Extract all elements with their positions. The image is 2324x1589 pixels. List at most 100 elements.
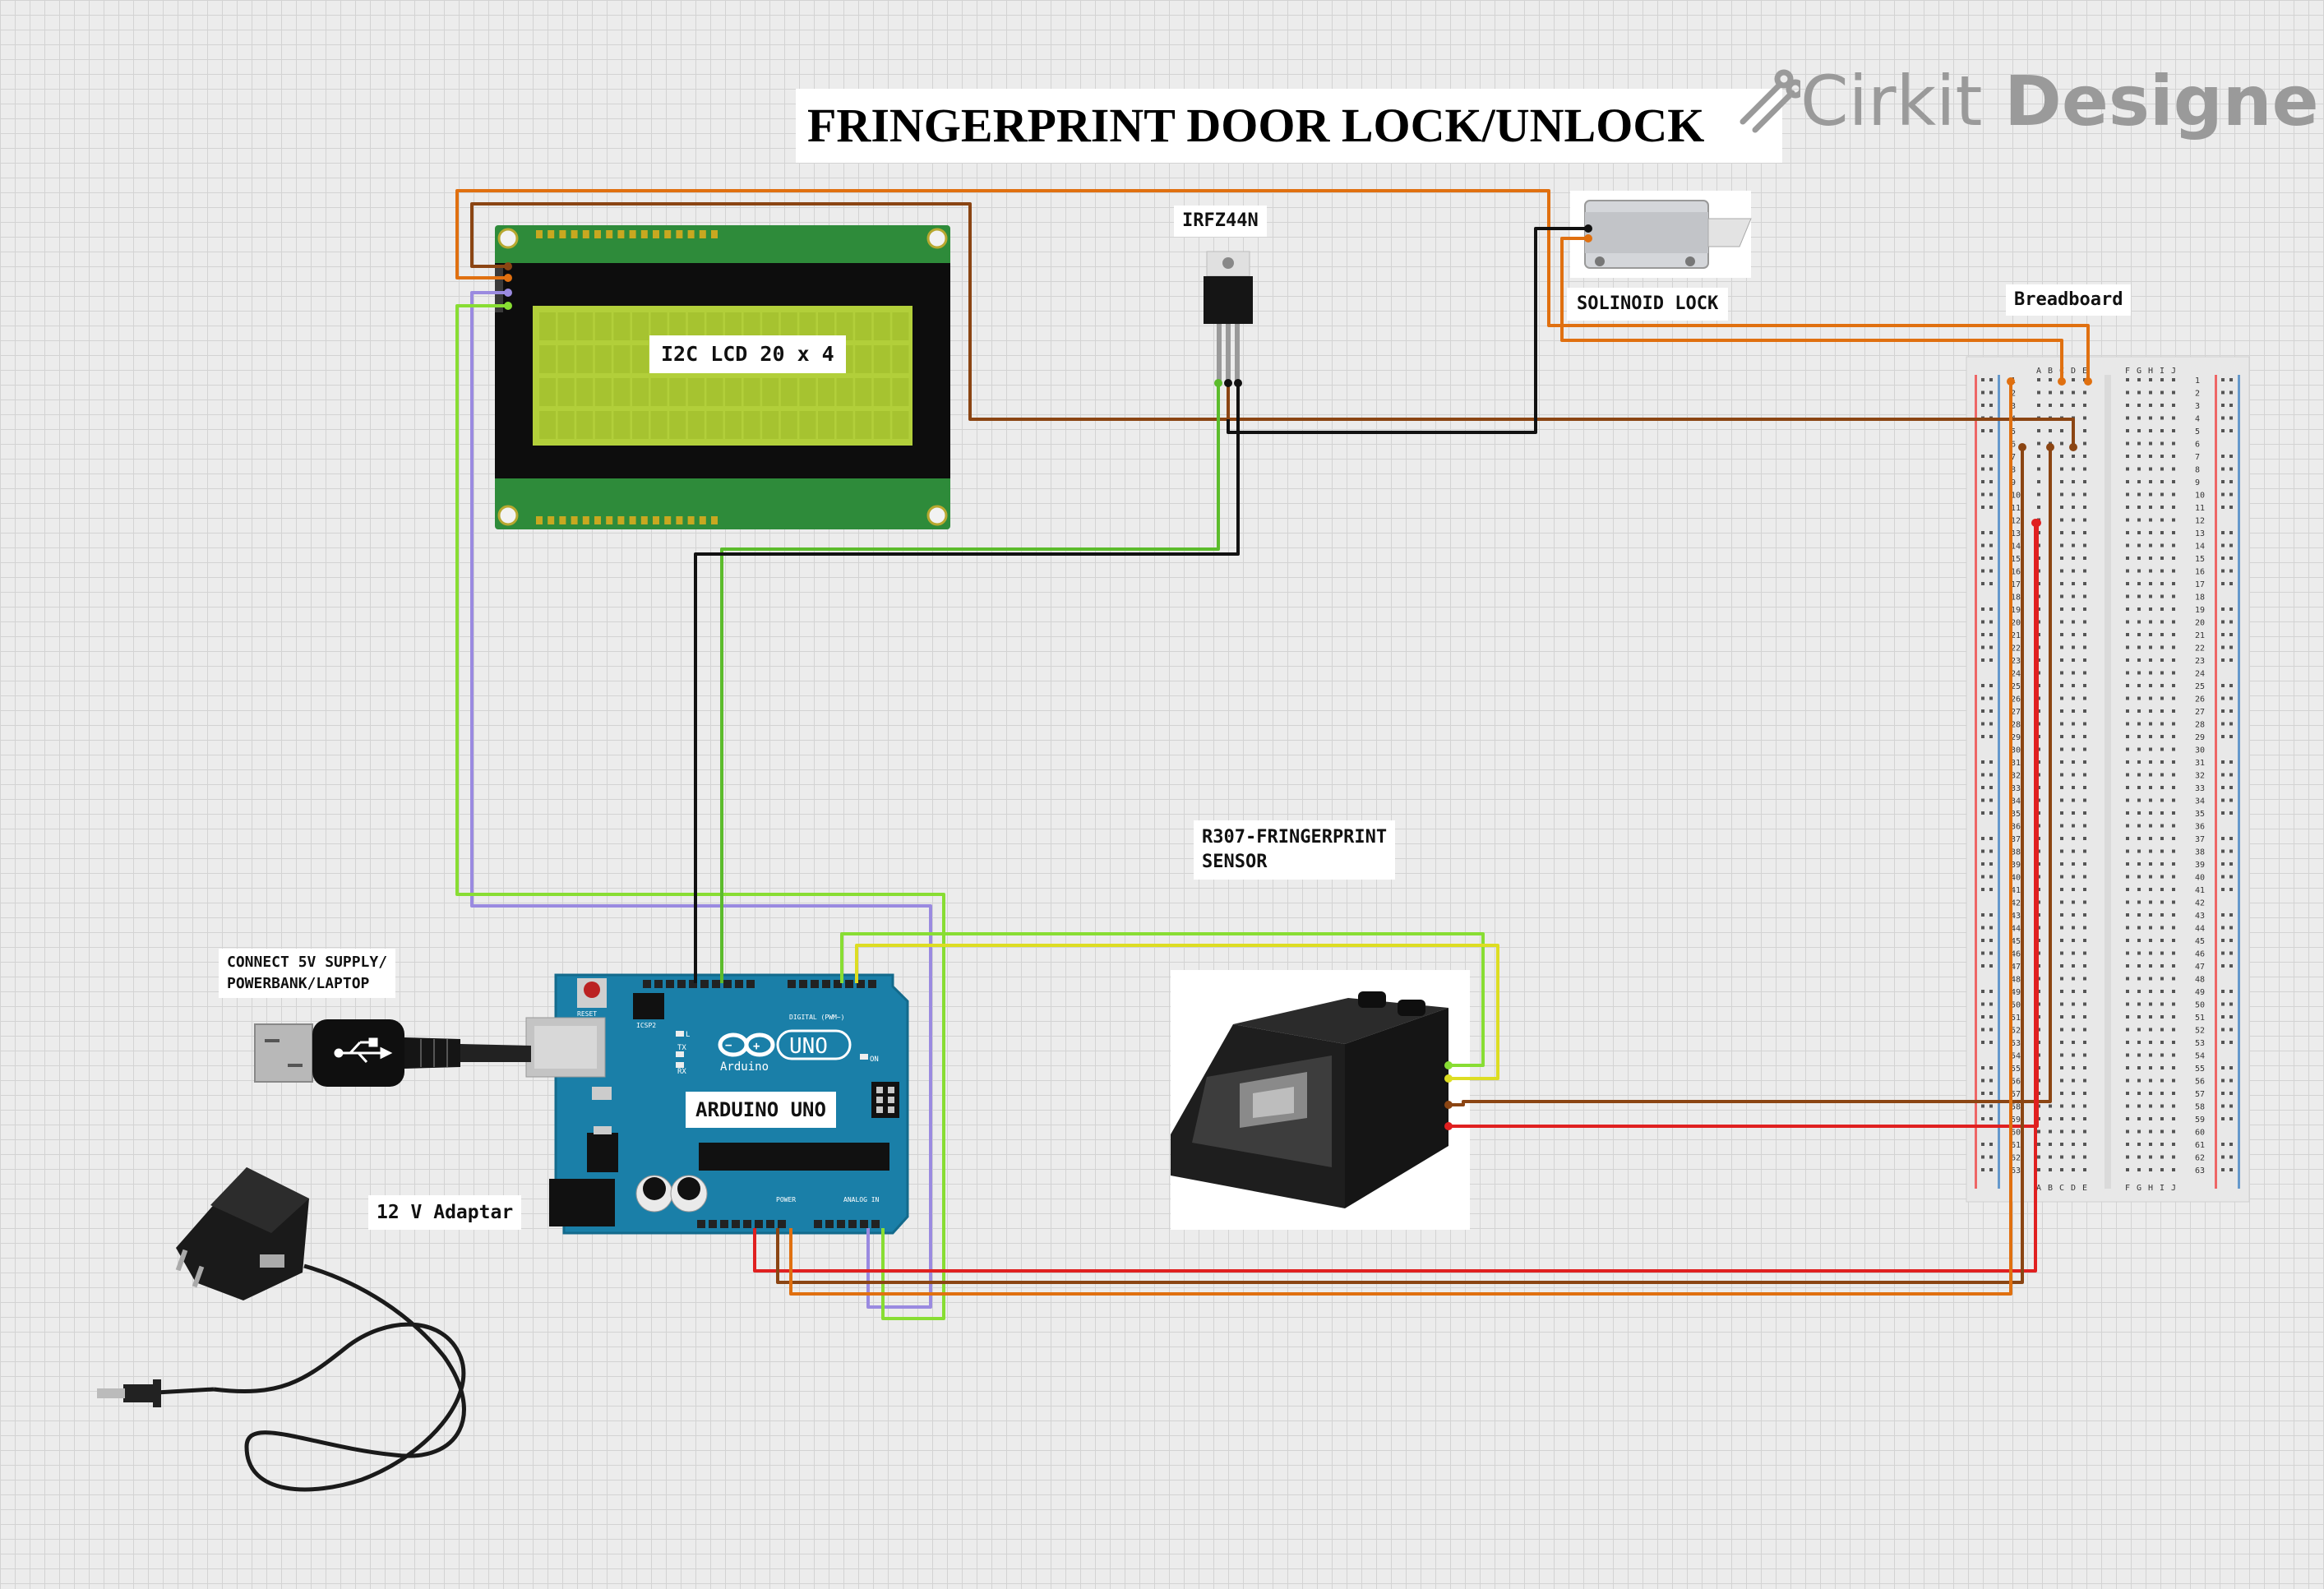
irfz44n-mosfet[interactable]: [1204, 251, 1253, 383]
lcd-char-cell: [873, 345, 890, 373]
power-rail-hole: [2229, 480, 2233, 483]
breadboard-hole: [2149, 926, 2152, 930]
lcd-pin: [548, 516, 555, 524]
power-rail-hole: [2229, 1002, 2233, 1006]
breadboard-hole: [2072, 875, 2075, 879]
power-rail-hole: [1981, 633, 1984, 636]
breadboard-row-number: 59: [2011, 1116, 2021, 1125]
power-rail-hole: [1989, 862, 1993, 866]
breadboard-hole: [2083, 951, 2086, 955]
breadboard-hole: [2072, 684, 2075, 687]
power-rail-hole: [2221, 722, 2225, 726]
breadboard-column-label: H: [2148, 1184, 2153, 1193]
power-rail-hole: [1981, 620, 1984, 624]
power-rail-hole: [2229, 531, 2233, 534]
power-rail-hole: [2221, 1143, 2225, 1146]
breadboard-hole: [2160, 875, 2164, 879]
breadboard-hole: [2083, 518, 2086, 522]
breadboard-hole: [2060, 633, 2063, 636]
r307-fingerprint-sensor[interactable]: [1171, 970, 1470, 1230]
breadboard-hole: [2083, 824, 2086, 828]
breadboard-hole: [2149, 862, 2152, 866]
breadboard-row-number: 6: [2011, 441, 2016, 450]
power-rail-hole: [1981, 480, 1984, 483]
breadboard-hole: [2126, 404, 2129, 407]
breadboard[interactable]: 1122334455667788991010111112121313141415…: [1966, 356, 2250, 1203]
lcd-module[interactable]: [495, 225, 950, 529]
power-rail-hole: [2229, 964, 2233, 968]
breadboard-hole: [2083, 990, 2086, 993]
breadboard-hole: [2160, 518, 2164, 522]
solenoid-lock[interactable]: [1570, 191, 1752, 278]
breadboard-hole: [2137, 900, 2141, 904]
lcd-char-cell: [706, 378, 723, 406]
power-rail-hole: [2229, 607, 2233, 611]
breadboard-hole: [2072, 492, 2075, 497]
breadboard-hole: [2160, 824, 2164, 828]
header-pin: [700, 980, 709, 988]
12v-adapter[interactable]: [97, 1167, 466, 1492]
uno-logo-text: UNO: [789, 1034, 828, 1059]
power-rail-hole: [1989, 760, 1993, 764]
breadboard-hole: [2137, 849, 2141, 853]
breadboard-hole: [2060, 543, 2063, 547]
breadboard-hole: [2083, 939, 2086, 942]
lcd-char-cell: [557, 312, 575, 340]
power-rail-hole: [2229, 760, 2233, 764]
power-rail-hole: [2229, 1155, 2233, 1159]
breadboard-hole: [2149, 939, 2152, 942]
breadboard-hole: [2072, 467, 2075, 471]
breadboard-hole: [2160, 709, 2164, 713]
breadboard-hole: [2160, 862, 2164, 866]
power-rail-hole: [2229, 990, 2233, 993]
breadboard-row-number: 43: [2011, 912, 2021, 921]
breadboard-hole: [2137, 480, 2141, 483]
breadboard-hole: [2137, 1168, 2141, 1171]
breadboard-hole: [2126, 811, 2129, 815]
power-rail-hole: [2229, 1168, 2233, 1171]
breadboard-hole: [2172, 1155, 2175, 1159]
breadboard-hole: [2137, 378, 2141, 381]
breadboard-hole: [2172, 760, 2175, 764]
lcd-pin: [653, 516, 659, 524]
breadboard-hole: [2149, 480, 2152, 483]
breadboard-hole: [2137, 824, 2141, 828]
lcd-char-cell: [780, 312, 797, 340]
breadboard-row-number: 17: [2195, 580, 2205, 589]
breadboard-hole: [2083, 837, 2086, 840]
power-rail-hole: [1981, 811, 1984, 815]
breadboard-hole: [2060, 1092, 2063, 1095]
power-rail-hole: [1981, 849, 1984, 853]
breadboard-row-number: 33: [2011, 784, 2021, 793]
breadboard-hole: [2160, 888, 2164, 891]
power-rail-hole: [2221, 1155, 2225, 1159]
power-rail-hole: [1989, 569, 1993, 573]
breadboard-hole: [2072, 900, 2075, 904]
usb-label: CONNECT 5V SUPPLY/ POWERBANK/LAPTOP: [219, 949, 396, 998]
power-rail-hole: [2229, 811, 2233, 815]
breadboard-hole: [2083, 582, 2086, 585]
lcd-char-cell: [855, 411, 872, 439]
lcd-char-cell: [576, 378, 594, 406]
breadboard-row-number: 58: [2195, 1103, 2205, 1112]
breadboard-hole: [2172, 798, 2175, 802]
header-pin: [743, 1220, 751, 1228]
breadboard-hole: [2126, 594, 2129, 598]
usb-cable[interactable]: [254, 1019, 531, 1087]
lcd-char-cell: [557, 345, 575, 373]
lcd-char-cell: [873, 312, 890, 340]
breadboard-hole: [2126, 824, 2129, 828]
breadboard-hole: [2149, 378, 2152, 381]
breadboard-row-number: 54: [2011, 1052, 2021, 1061]
power-rail-hole: [2221, 1168, 2225, 1171]
breadboard-hole: [2149, 824, 2152, 828]
breadboard-hole: [2072, 658, 2075, 662]
power-rail-hole: [1981, 837, 1984, 840]
power-rail-hole: [1989, 888, 1993, 891]
power-rail-hole: [2229, 849, 2233, 853]
breadboard-hole: [2083, 569, 2086, 573]
breadboard-hole: [2137, 633, 2141, 636]
power-rail-hole: [1981, 684, 1984, 687]
breadboard-hole: [2172, 620, 2175, 624]
